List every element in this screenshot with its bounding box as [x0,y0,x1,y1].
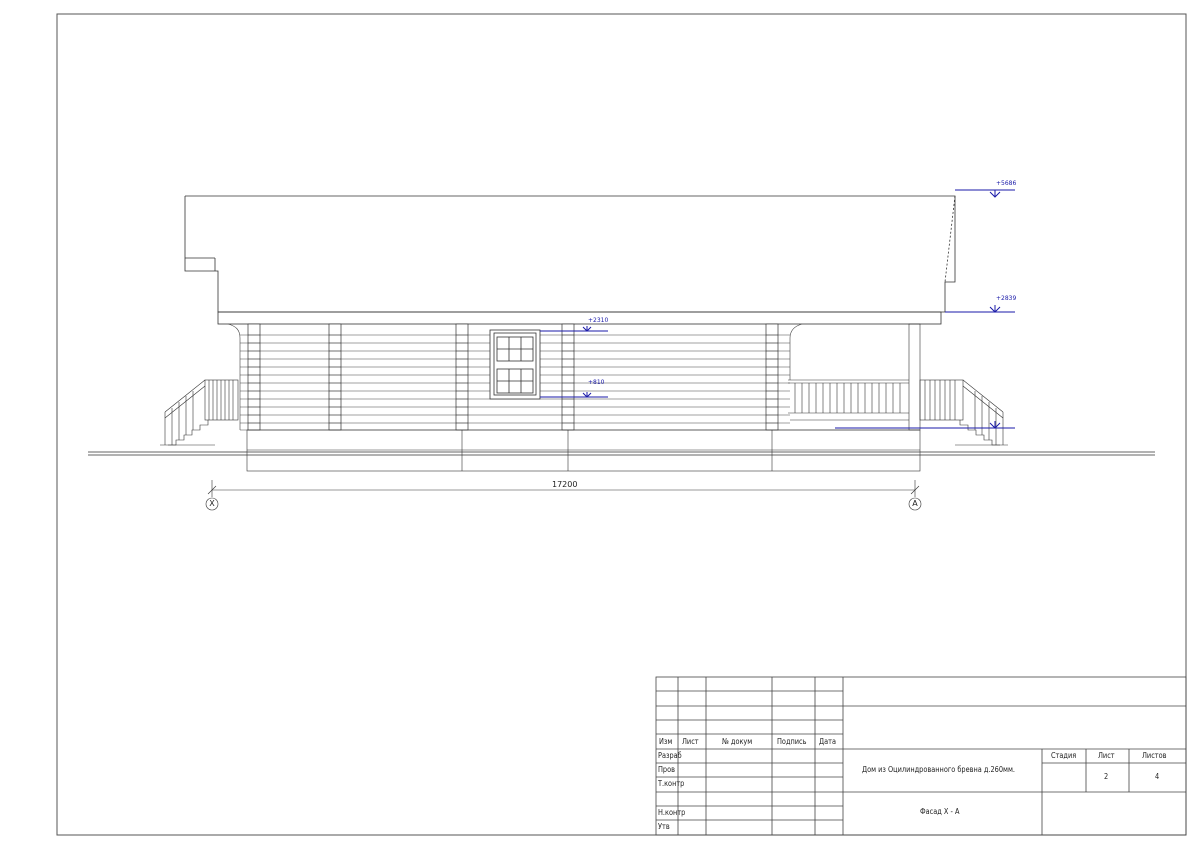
elevation-window-top-label: +2310 [588,317,609,324]
row-utv: Утв [658,822,670,831]
stage-label: Стадия [1051,751,1077,760]
axis-left-label: X [209,499,215,508]
sheet-number: 2 [1104,772,1109,781]
sheets-total: 4 [1155,772,1160,781]
sheet-title: Фасад Х - А [920,807,960,816]
header-date: Дата [819,737,836,746]
right-stairs [919,379,1008,446]
header-sign: Подпись [777,737,807,746]
roof [184,195,956,325]
title-block [655,676,1187,836]
window [489,329,541,400]
elevation-window-bottom-label: +810 [588,379,605,386]
veranda [788,323,921,431]
row-tkontr: Т.контр [658,779,685,788]
sheet-label: Лист [1098,751,1115,760]
overall-dimension [205,480,922,511]
row-nkontr: Н.контр [658,808,686,817]
sheet-frame [56,13,1187,836]
foundation [88,429,1155,472]
elevation-top-label: +5686 [996,180,1017,187]
axis-right-label: A [912,499,918,508]
header-list: Лист [682,737,699,746]
elevation-eaves-label: +2839 [996,295,1017,302]
sheets-label: Листов [1142,751,1167,760]
row-prov: Пров [658,765,675,774]
header-doc: № докум [722,737,753,746]
header-izm: Изм [659,737,673,746]
row-razrab: Разраб [658,751,682,760]
log-ends [247,323,779,431]
left-stairs [160,379,239,446]
project-name: Дом из Оцилиндрованного бревна д.260мм. [862,765,1016,774]
overall-dimension-value: 17200 [552,480,578,489]
elevation-markers [540,189,1015,429]
